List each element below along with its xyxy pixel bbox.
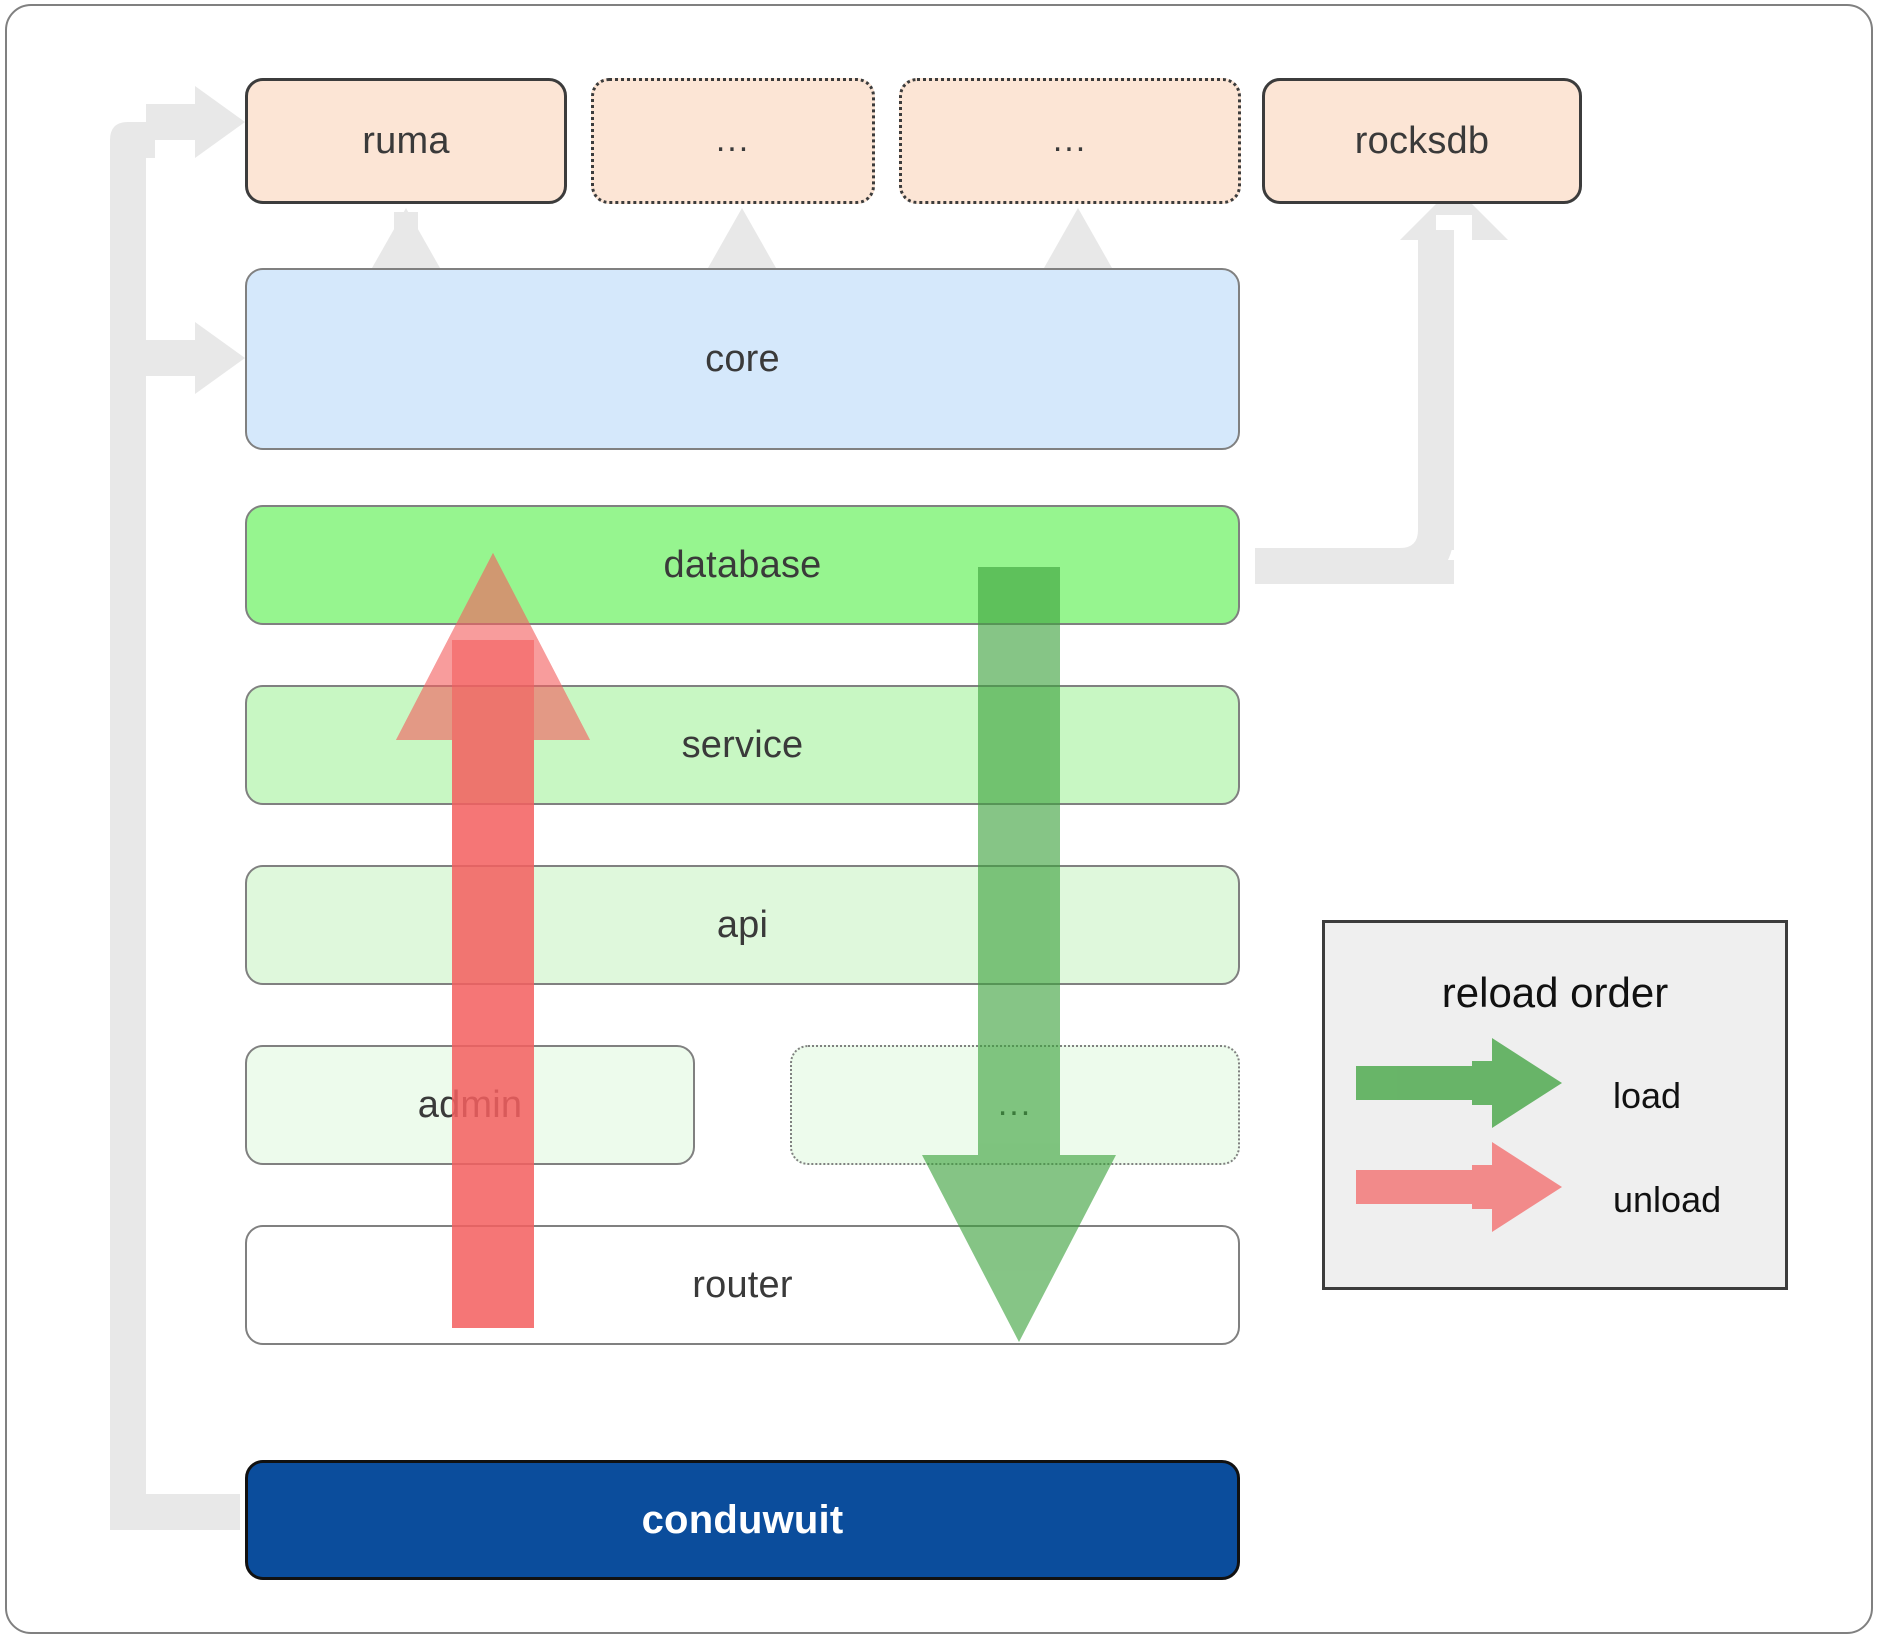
diagram-outer-frame bbox=[5, 4, 1873, 1634]
dependency-label: ... bbox=[1052, 121, 1088, 160]
layer-box-ellipsis[interactable]: ... bbox=[790, 1045, 1240, 1165]
layer-box-admin[interactable]: admin bbox=[245, 1045, 695, 1165]
layer-label: service bbox=[681, 723, 804, 766]
layer-box-api[interactable]: api bbox=[245, 865, 1240, 985]
layer-label: router bbox=[692, 1263, 793, 1306]
layer-label: ... bbox=[997, 1085, 1033, 1124]
dependency-box-ruma[interactable]: ruma bbox=[245, 78, 567, 204]
dependency-label: rocksdb bbox=[1354, 119, 1490, 162]
load-arrow-icon bbox=[1356, 1038, 1562, 1128]
legend-label-load: load bbox=[1613, 1075, 1682, 1116]
unload-arrow-icon bbox=[1356, 1142, 1562, 1232]
app-label: conduwuit bbox=[641, 1497, 844, 1542]
layer-box-service[interactable]: service bbox=[245, 685, 1240, 805]
layer-box-database[interactable]: database bbox=[245, 505, 1240, 625]
layer-box-router[interactable]: router bbox=[245, 1225, 1240, 1345]
layer-label: database bbox=[663, 543, 822, 586]
core-box[interactable]: core bbox=[245, 268, 1240, 450]
dependency-box-ellipsis-2[interactable]: ... bbox=[899, 78, 1241, 204]
legend-title: reload order bbox=[1441, 969, 1669, 1016]
layer-label: api bbox=[716, 903, 769, 946]
legend-label-unload: unload bbox=[1613, 1179, 1722, 1220]
app-box-conduwuit[interactable]: conduwuit bbox=[245, 1460, 1240, 1580]
layer-label: admin bbox=[417, 1083, 523, 1126]
legend-arrow-icons bbox=[1356, 1038, 1562, 1232]
dependency-box-ellipsis-1[interactable]: ... bbox=[591, 78, 875, 204]
dependency-label: ruma bbox=[362, 119, 450, 162]
core-label: core bbox=[705, 337, 780, 380]
legend-panel: reload order load unload bbox=[1322, 920, 1788, 1290]
dependency-box-rocksdb[interactable]: rocksdb bbox=[1262, 78, 1582, 204]
dependency-label: ... bbox=[715, 121, 751, 160]
